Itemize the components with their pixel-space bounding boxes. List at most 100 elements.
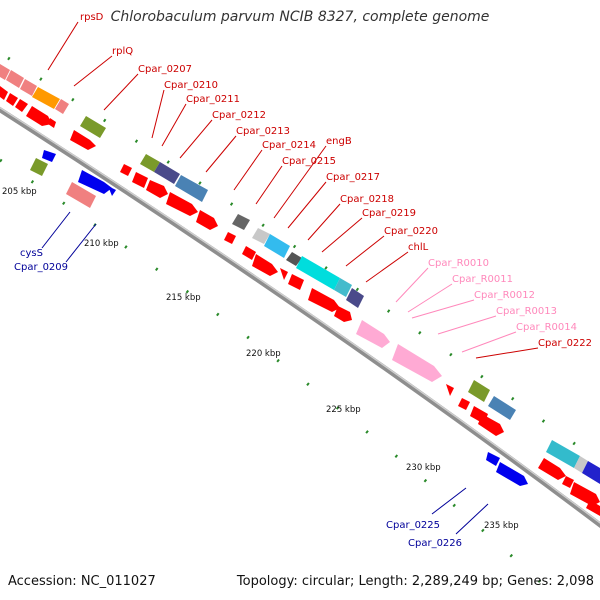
gene-label-rplq: rplQ: [112, 46, 133, 57]
rna-arrow-1: [356, 320, 390, 348]
cpar0219-block: [346, 288, 364, 308]
olive-block-1: [30, 158, 48, 176]
gene-label-cpar_0210: Cpar_0210: [164, 80, 218, 91]
cds-arrow-12: [224, 232, 236, 244]
cysS-block: [66, 182, 96, 208]
cyan-block-2: [546, 440, 580, 468]
rna-arrow-2: [392, 344, 442, 382]
feature-block-group-rna: [356, 320, 454, 396]
cds-arrow-5: [48, 118, 56, 128]
blue-block-2: [582, 461, 600, 484]
gene-label-cpar_r0011: Cpar_R0011: [452, 274, 513, 285]
cds-arrow-17: [308, 288, 340, 312]
cds-arrow-22: [478, 414, 504, 436]
cds-arrow-1: [0, 86, 8, 100]
cds-arrow-26: [586, 500, 600, 516]
engB-block: [264, 234, 290, 258]
grey-block: [252, 228, 270, 244]
cds-arrow-2: [6, 93, 18, 106]
gene-label-cpar_0209: Cpar_0209: [14, 262, 68, 273]
cds-arrow-23: [538, 458, 566, 480]
cds-arrow-11: [196, 210, 218, 230]
gene-label-chll: chlL: [408, 242, 429, 253]
cpar0218-block: [334, 278, 352, 297]
kbp-label-215: 215 kbp: [166, 293, 201, 303]
cds-arrow-16: [288, 274, 304, 290]
kbp-label-210: 210 kbp: [84, 239, 119, 249]
kbp-label-230: 230 kbp: [406, 463, 441, 473]
minus-arrow-4: [486, 452, 500, 466]
gene-label-cpar_0225: Cpar_0225: [386, 520, 440, 531]
cds-arrow-6: [70, 130, 96, 150]
rplQ-block: [32, 87, 60, 109]
gene-label-cyss: cysS: [20, 248, 43, 259]
gene-label-cpar_0219: Cpar_0219: [362, 208, 416, 219]
olive-block-3: [468, 380, 490, 402]
leader-lines-bottom: [41, 211, 489, 535]
minus-arrow-3: [108, 186, 116, 196]
gene-label-cpar_0215: Cpar_0215: [282, 156, 336, 167]
cds-arrow-8: [132, 172, 148, 188]
cds-arrow-20: [458, 398, 470, 410]
cds-arrow-25: [570, 482, 600, 506]
cpar0207-block: [80, 116, 106, 138]
block-a: [6, 70, 24, 88]
cds-arrow-4: [26, 106, 52, 126]
gene-label-engb: engB: [326, 136, 352, 147]
topology-text: Topology: circular; Length: 2,289,249 bp…: [236, 574, 594, 589]
cds-arrow-9: [146, 180, 168, 198]
cds-arrow-24: [562, 476, 574, 488]
gene-label-cpar_0217: Cpar_0217: [326, 172, 380, 183]
gene-label-cpar_0226: Cpar_0226: [408, 538, 462, 549]
cpar0210-block: [154, 162, 180, 184]
cds-arrow-10: [166, 192, 198, 216]
gene-label-cpar_r0013: Cpar_R0013: [496, 306, 557, 317]
cpar0211-block: [175, 175, 208, 202]
cds-arrow-18: [334, 306, 352, 322]
gene-label-cpar_r0012: Cpar_R0012: [474, 290, 535, 301]
gene-label-cpar_r0010: Cpar_R0010: [428, 258, 489, 269]
kbp-label-225: 225 kbp: [326, 405, 361, 415]
genome-backbone-highlight: [0, 106, 600, 524]
olive-block-2: [140, 154, 160, 172]
cds-arrow-19: [446, 384, 454, 396]
cpar0213-block: [232, 214, 250, 230]
tick-row-inner: [0, 158, 562, 600]
cds-arrow-15: [280, 268, 288, 280]
gene-label-rpsd: rpsD: [80, 12, 104, 23]
gene-label-cpar_r0014: Cpar_R0014: [516, 322, 577, 333]
dark-block: [286, 252, 302, 266]
cds-arrow-14: [252, 254, 278, 276]
kbp-label-220: 220 kbp: [246, 349, 281, 359]
block-c: [55, 99, 69, 114]
cds-arrow-13: [242, 246, 256, 260]
kbp-label-235: 235 kbp: [484, 521, 519, 531]
tick-row-outer: [7, 56, 600, 465]
accession-text: Accession: NC_011027: [8, 574, 156, 589]
gene-label-cpar_0220: Cpar_0220: [384, 226, 438, 237]
minus-arrow-1: [42, 150, 56, 162]
feature-block-group-3: [458, 380, 600, 516]
cds-arrow-3: [15, 99, 28, 112]
gene-label-cpar_0213: Cpar_0213: [236, 126, 290, 137]
gene-label-cpar_0211: Cpar_0211: [186, 94, 240, 105]
feature-block-group-1: [0, 64, 116, 208]
gene-label-cpar_0222: Cpar_0222: [538, 338, 592, 349]
kbp-labels: 205 kbp 210 kbp 215 kbp 220 kbp 225 kbp 230 k…: [2, 187, 519, 531]
kbp-label-205: 205 kbp: [2, 187, 37, 197]
cpar0217-block: [296, 256, 340, 290]
grey-block-2: [574, 456, 588, 473]
cds-arrow-7: [120, 164, 132, 176]
map-title: Chlorobaculum parvum NCIB 8327, complete…: [110, 9, 490, 25]
leader-lines-top: [47, 21, 539, 359]
gene-label-cpar_0207: Cpar_0207: [138, 64, 192, 75]
minus-arrow-2: [78, 170, 112, 194]
rpsD-block: [0, 64, 10, 80]
gene-labels-top: rpsD rplQ Cpar_0207Cpar_0210Cpar_0211Cpar_…: [80, 12, 592, 349]
genome-backbone: [0, 106, 600, 529]
gene-label-cpar_0214: Cpar_0214: [262, 140, 316, 151]
steel-block: [488, 396, 516, 420]
